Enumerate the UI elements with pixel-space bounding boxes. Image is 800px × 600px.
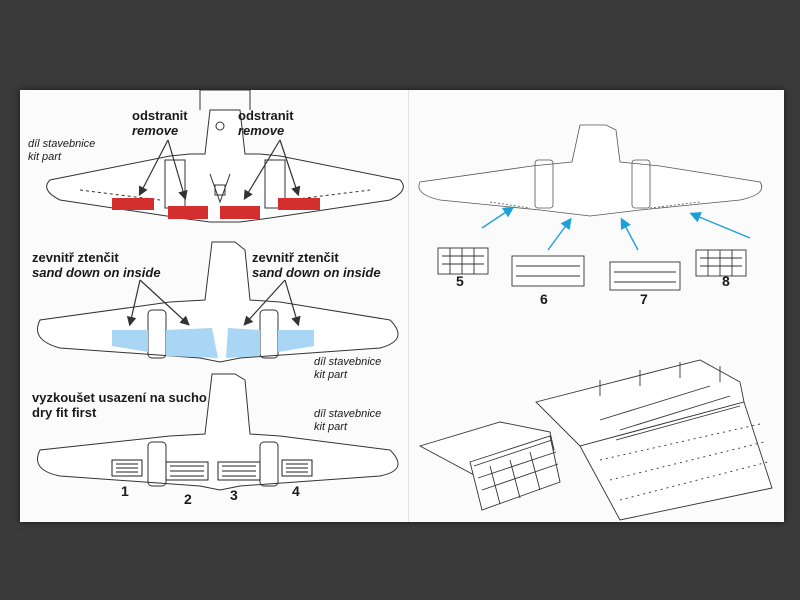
remove-area-inner-right	[220, 206, 260, 219]
part-number-1: 1	[121, 483, 129, 499]
label-sand-en-right: sand down on inside	[252, 265, 381, 280]
part-number-5: 5	[456, 273, 464, 289]
sheet-fold	[408, 90, 409, 522]
sand-area-4	[278, 330, 314, 352]
part-number-4: 4	[292, 483, 300, 499]
remove-highlights	[112, 198, 320, 219]
part-number-6: 6	[540, 291, 548, 307]
perspective-detail	[418, 359, 773, 521]
part-number-2: 2	[184, 491, 192, 507]
sand-area-3	[226, 328, 260, 358]
remove-arrows	[138, 139, 301, 201]
sand-area-2	[166, 328, 218, 358]
parts-5-8	[437, 247, 747, 291]
remove-area-inner-left	[168, 206, 208, 219]
label-dry-fit-en: dry fit first	[32, 405, 97, 420]
label-kit-part-en-3: kit part	[314, 421, 348, 433]
label-kit-part-en-2: kit part	[314, 369, 348, 381]
part-number-3: 3	[230, 487, 238, 503]
label-kit-part-cz-2: díl stavebnice	[314, 356, 382, 368]
part-6	[511, 255, 585, 287]
label-sand-en-left: sand down on inside	[32, 265, 161, 280]
dryfit-inserts	[111, 459, 313, 481]
plane-outline-right	[418, 124, 763, 217]
blue-arrows	[481, 206, 751, 251]
label-sand-cz-right: zevnitř ztenčit	[252, 250, 339, 265]
sand-area-1	[112, 330, 148, 352]
part-7	[609, 261, 681, 291]
part-number-7: 7	[640, 291, 648, 307]
wing-remove-diagram	[46, 90, 404, 223]
label-sand-cz-left: zevnitř ztenčit	[32, 250, 119, 265]
label-kit-part-en-1: kit part	[28, 151, 62, 163]
remove-area-outer-right	[278, 198, 320, 210]
label-kit-part-cz-3: díl stavebnice	[314, 408, 382, 420]
sand-highlights	[112, 328, 314, 358]
part-8	[695, 249, 747, 277]
label-dry-fit-cz: vyzkoušet usazení na sucho	[32, 390, 207, 405]
label-remove-cz-left: odstranit	[132, 108, 188, 123]
sand-arrows	[126, 279, 301, 327]
label-remove-en-right: remove	[238, 123, 285, 138]
label-remove-en-left: remove	[132, 123, 179, 138]
remove-area-outer-left	[112, 198, 154, 210]
label-kit-part-cz-1: díl stavebnice	[28, 138, 96, 150]
part-5	[437, 247, 489, 275]
label-remove-cz-right: odstranit	[238, 108, 294, 123]
instruction-sheet: odstranit remove odstranit remove díl st…	[20, 90, 784, 522]
diagram-artwork	[37, 90, 773, 521]
part-number-8: 8	[722, 273, 730, 289]
